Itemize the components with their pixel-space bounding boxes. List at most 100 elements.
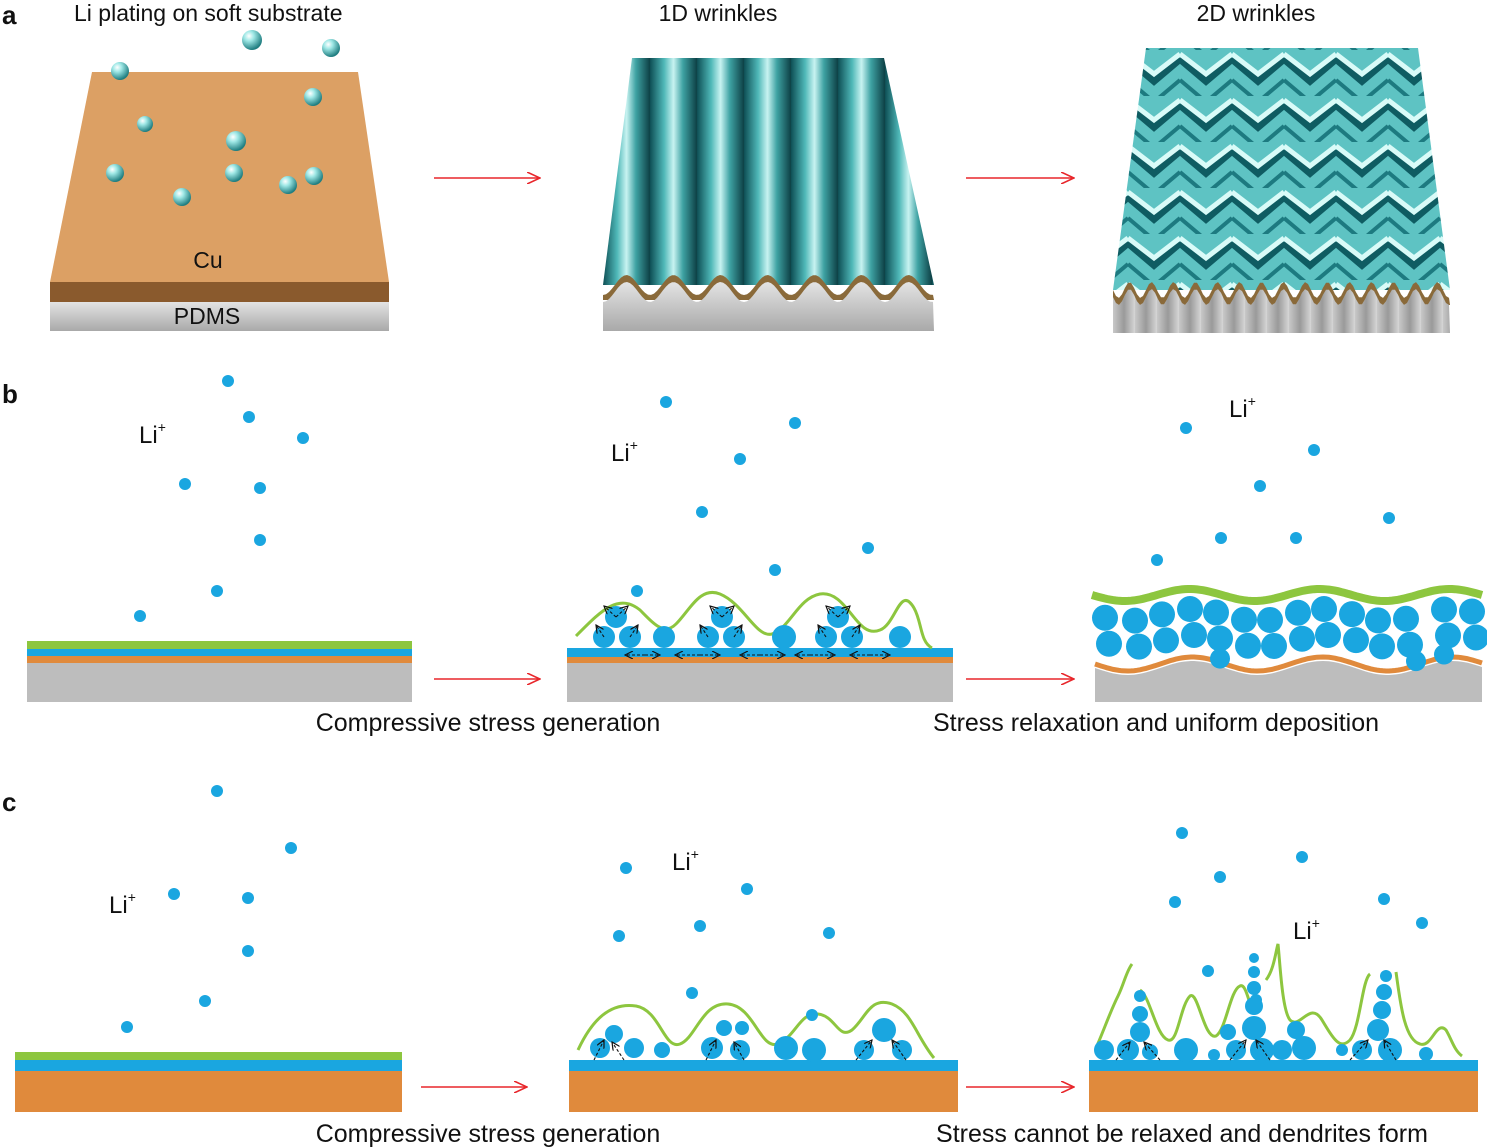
li-ion [660, 396, 672, 408]
li-deposit [1248, 966, 1260, 978]
li-deposit [1132, 1006, 1148, 1022]
li-ion [168, 888, 180, 900]
li-deposit [1289, 625, 1315, 652]
c3-sei-line [1094, 943, 1463, 1058]
li-ion [134, 610, 146, 622]
li-sphere-3d [226, 131, 246, 151]
c2-layers [569, 1000, 958, 1112]
li-deposit [654, 1042, 670, 1058]
li-sphere-3d [106, 164, 124, 182]
li-ion [211, 585, 223, 597]
li-deposit [1257, 606, 1283, 633]
b-caption-1: Compressive stress generation [316, 709, 661, 737]
li-deposit [1435, 622, 1461, 649]
c-li-text-1: Li [109, 892, 128, 919]
li-ion [789, 417, 801, 429]
li-ion [823, 927, 835, 939]
li-deposit [1343, 627, 1369, 654]
stress-arrow [721, 606, 734, 618]
li-deposit [1380, 970, 1392, 982]
li-ion [285, 842, 297, 854]
li-deposit [1261, 632, 1287, 659]
li-deposit [1130, 1022, 1150, 1042]
li-ion [1378, 893, 1390, 905]
panel-c-letter: c [2, 787, 16, 817]
li-ion [199, 995, 211, 1007]
li-deposit [802, 1038, 826, 1062]
li-deposit [1249, 953, 1259, 963]
cu-edge [50, 282, 389, 302]
li-ion [222, 375, 234, 387]
li-ion [297, 432, 309, 444]
li-ion [1180, 422, 1192, 434]
li-ion [1296, 851, 1308, 863]
li-spheres-3d [106, 30, 340, 206]
panel-b: b Li+ Li+ Li+ Compressive stress ge [2, 375, 1487, 737]
c-stress-arrows [593, 1040, 1397, 1061]
b-li-text-2: Li [611, 440, 630, 467]
li-ion [121, 1021, 133, 1033]
li-deposit [1220, 1024, 1236, 1040]
stress-arrow [1144, 1042, 1161, 1061]
c3-li-layer [1089, 1060, 1478, 1071]
li-sphere-3d [305, 167, 323, 185]
li-sphere-3d [225, 164, 243, 182]
li-ion [686, 987, 698, 999]
li-deposit [1096, 630, 1122, 657]
stress-arrow [826, 606, 839, 618]
li-ion [613, 930, 625, 942]
li-ion [769, 564, 781, 576]
b3-sei-layer [1090, 585, 1484, 605]
b2-sei-line [574, 590, 933, 650]
c2-cu-layer [569, 1071, 958, 1112]
li-deposit [1210, 648, 1230, 669]
li-deposit [1376, 984, 1392, 1000]
li-ion [1214, 871, 1226, 883]
li-ion [620, 862, 632, 874]
cu-label: Cu [193, 247, 222, 273]
b1-layers [27, 641, 412, 702]
b-li-charge-2: + [630, 437, 638, 453]
b1-cu-layer [27, 656, 412, 663]
li-deposit [774, 1036, 798, 1060]
li-deposit [1311, 596, 1337, 623]
stress-arrow [596, 625, 605, 638]
c-li-deposits [121, 785, 1433, 1062]
li-deposit [1315, 622, 1341, 649]
li-deposit [1419, 1047, 1433, 1061]
c2-sei-line [576, 1000, 936, 1059]
li-ion [179, 478, 191, 490]
li-deposit [1406, 651, 1426, 672]
li-deposit [1459, 598, 1485, 625]
b-li-charge-1: + [158, 419, 166, 435]
cu-top-surface [50, 72, 389, 282]
b-li-charge-3: + [1248, 393, 1256, 409]
li-deposit [1117, 1039, 1139, 1061]
li-deposit [872, 1018, 896, 1042]
li-deposit [1250, 1038, 1274, 1062]
c1-sei-layer [15, 1052, 402, 1060]
b2-pdms-layer [567, 663, 953, 702]
b2-cu-layer [567, 657, 953, 663]
li-deposit [590, 1038, 610, 1058]
stress-arrow [705, 1040, 716, 1061]
b-li-label-2: Li+ [611, 437, 638, 467]
c-li-label-1: Li+ [109, 889, 136, 919]
li-deposit [1092, 604, 1118, 631]
c3-cu-layer [1089, 1071, 1478, 1112]
li-ion [243, 411, 255, 423]
li-deposit [1365, 607, 1391, 634]
stress-arrow [612, 1042, 625, 1061]
stress-arrow [1384, 1040, 1397, 1061]
wrinkle-2d-surface [1113, 48, 1450, 290]
li-deposit [889, 626, 911, 648]
stress-arrow [615, 606, 628, 618]
li-ion [734, 453, 746, 465]
li-ion [1202, 965, 1214, 977]
li-deposit [1174, 1038, 1198, 1062]
b-li-deposits [134, 375, 1487, 672]
li-deposit [1181, 622, 1207, 649]
li-deposit [1393, 605, 1419, 632]
c1-li-layer [15, 1060, 402, 1071]
